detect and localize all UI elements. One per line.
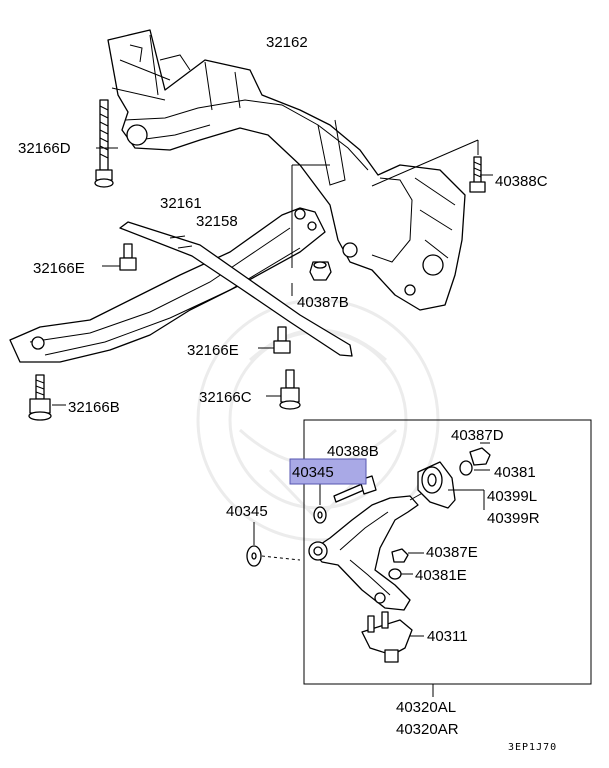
washer-40381	[459, 460, 473, 476]
washer-40381E	[388, 568, 402, 580]
assembly-frame-40320	[303, 419, 592, 685]
label-32166E-mid: 32166E	[187, 342, 239, 359]
label-40387D: 40387D	[451, 427, 504, 444]
label-32162: 32162	[266, 34, 308, 51]
bolt-32166B	[28, 374, 52, 421]
label-40320AL: 40320AL	[396, 699, 456, 716]
ball-joint-40311	[361, 611, 413, 663]
bolt-32166C	[279, 369, 301, 410]
bolt-32166D	[94, 99, 114, 188]
label-32166D: 32166D	[18, 140, 71, 157]
nut-40387B	[309, 261, 332, 281]
lower-arm-40320	[308, 489, 429, 611]
label-32158: 32158	[196, 213, 238, 230]
bolt-40388C	[469, 156, 486, 193]
label-40399L: 40399L	[487, 488, 537, 505]
label-40381: 40381	[494, 464, 536, 481]
label-32166B: 32166B	[68, 399, 120, 416]
label-40399R: 40399R	[487, 510, 540, 527]
brace-32161	[119, 221, 353, 357]
label-40387E: 40387E	[426, 544, 478, 561]
label-40387B: 40387B	[297, 294, 349, 311]
label-32166C: 32166C	[199, 389, 252, 406]
nut-40387E	[391, 548, 409, 563]
label-40320AR: 40320AR	[396, 721, 459, 738]
bushing-40399	[417, 461, 456, 509]
label-32166E-left: 32166E	[33, 260, 85, 277]
washer-40345-inner	[313, 506, 327, 524]
highlight-40345	[289, 458, 367, 485]
washer-40345-outer	[246, 545, 262, 567]
label-40345: 40345	[226, 503, 268, 520]
label-40345-highlight: 40345	[292, 464, 334, 481]
label-32161: 32161	[160, 195, 202, 212]
crossmember-32158	[9, 207, 326, 363]
label-40388B: 40388B	[327, 443, 379, 460]
crossmember-32162	[107, 29, 466, 311]
label-40388C: 40388C	[495, 173, 548, 190]
nut-40387D	[469, 447, 491, 466]
bolt-32166E-left	[119, 243, 137, 271]
label-40311: 40311	[427, 628, 468, 645]
diagram-code: 3EP1J70	[508, 742, 557, 753]
bolt-32166E-mid	[273, 326, 291, 354]
label-40381E: 40381E	[415, 567, 467, 584]
